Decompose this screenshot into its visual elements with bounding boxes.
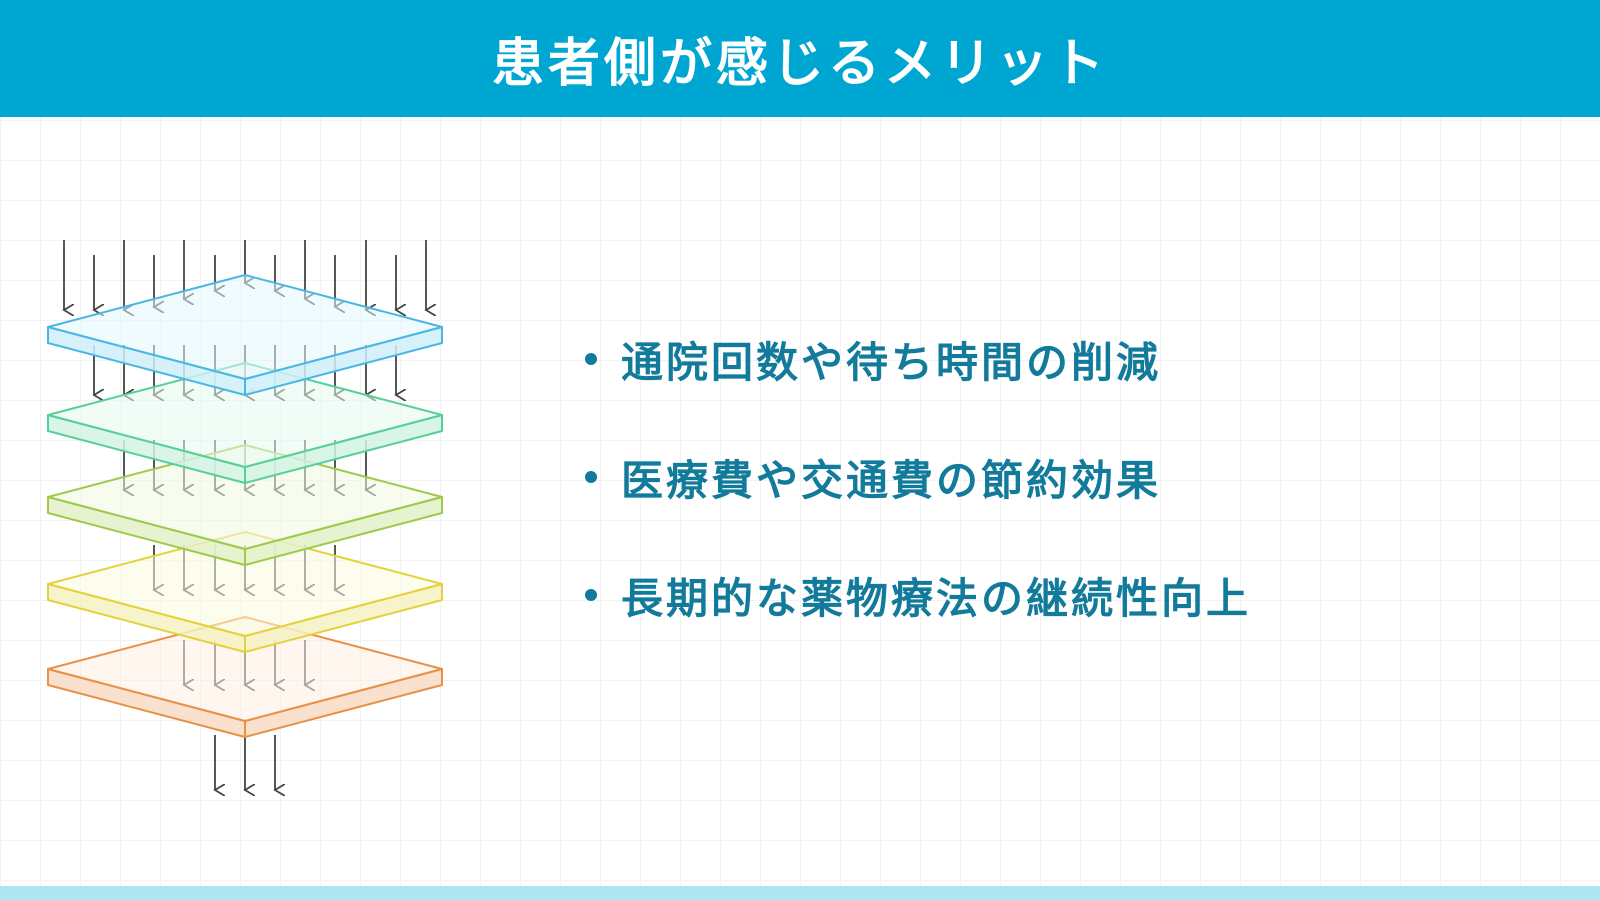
- benefit-text: 通院回数や待ち時間の削減: [621, 337, 1162, 387]
- layer-top: [47, 362, 443, 468]
- filter-layers-diagram: [47, 240, 443, 877]
- benefit-list: 通院回数や待ち時間の削減 医療費や交通費の節約効果 長期的な薬物療法の継続性向上: [585, 300, 1251, 654]
- bullet-dot: [585, 471, 597, 483]
- filter-layer: [47, 274, 443, 396]
- filter-layers: [47, 274, 443, 738]
- benefit-text: 長期的な薬物療法の継続性向上: [621, 573, 1252, 623]
- bullet-dot: [585, 353, 597, 365]
- filter-layer: [47, 362, 443, 484]
- benefit-text: 医療費や交通費の節約効果: [621, 455, 1162, 505]
- page-title: 患者側が感じるメリット: [491, 34, 1108, 94]
- footer-bar: [0, 886, 1600, 900]
- filter-layer: [47, 531, 443, 653]
- benefit-item: 通院回数や待ち時間の削減: [585, 300, 1251, 418]
- header-banner: 患者側が感じるメリット: [0, 0, 1600, 117]
- filter-layer: [47, 444, 443, 566]
- layer-top: [47, 531, 443, 637]
- benefit-item: 医療費や交通費の節約効果: [585, 418, 1251, 536]
- bullet-dot: [585, 589, 597, 601]
- filter-layer: [47, 616, 443, 738]
- benefit-item: 長期的な薬物療法の継続性向上: [585, 536, 1251, 654]
- layer-top: [47, 274, 443, 380]
